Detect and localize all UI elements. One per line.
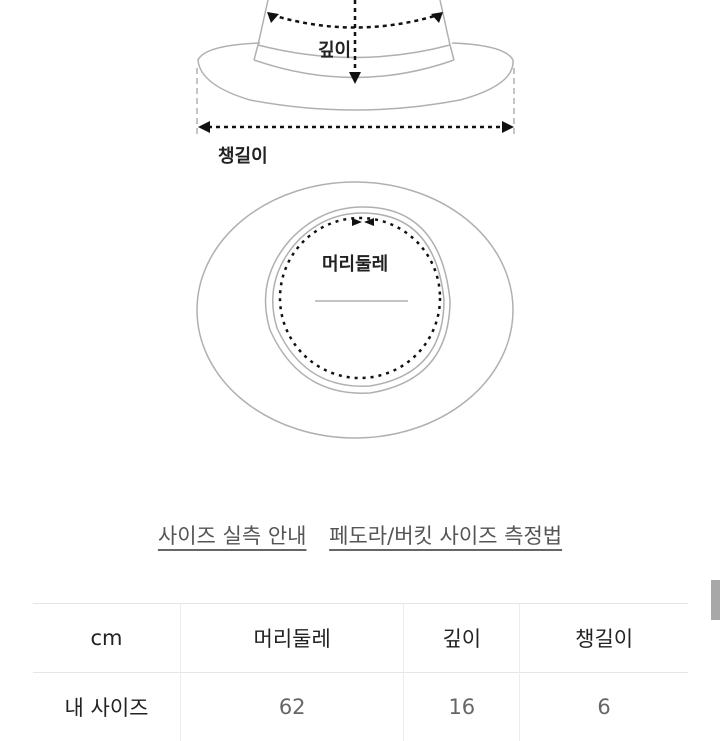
size-guide-links: 사이즈 실측 안내 페도라/버킷 사이즈 측정법 [0, 520, 720, 550]
depth-label: 깊이 [318, 36, 351, 62]
header-unit: cm [33, 604, 181, 673]
size-measurement-guide-link[interactable]: 사이즈 실측 안내 [158, 524, 307, 548]
header-brim: 챙길이 [520, 604, 688, 673]
table-row: 내 사이즈 62 16 6 [33, 673, 688, 741]
hat-illustration [0, 0, 720, 470]
head-circumference-label: 머리둘레 [322, 250, 388, 276]
value-brim: 6 [520, 673, 688, 741]
brim-label: 챙길이 [218, 142, 268, 168]
hat-size-diagram: 깊이 챙길이 머리둘레 [0, 0, 720, 470]
value-depth: 16 [404, 673, 520, 741]
row-label: 내 사이즈 [33, 673, 181, 741]
fedora-bucket-measure-link[interactable]: 페도라/버킷 사이즈 측정법 [329, 524, 562, 548]
value-head-circumference: 62 [181, 673, 404, 741]
scrollbar[interactable] [711, 580, 720, 620]
table-header-row: cm 머리둘레 깊이 챙길이 [33, 604, 688, 673]
size-table: cm 머리둘레 깊이 챙길이 내 사이즈 62 16 6 [33, 603, 688, 741]
header-head-circumference: 머리둘레 [181, 604, 404, 673]
header-depth: 깊이 [404, 604, 520, 673]
